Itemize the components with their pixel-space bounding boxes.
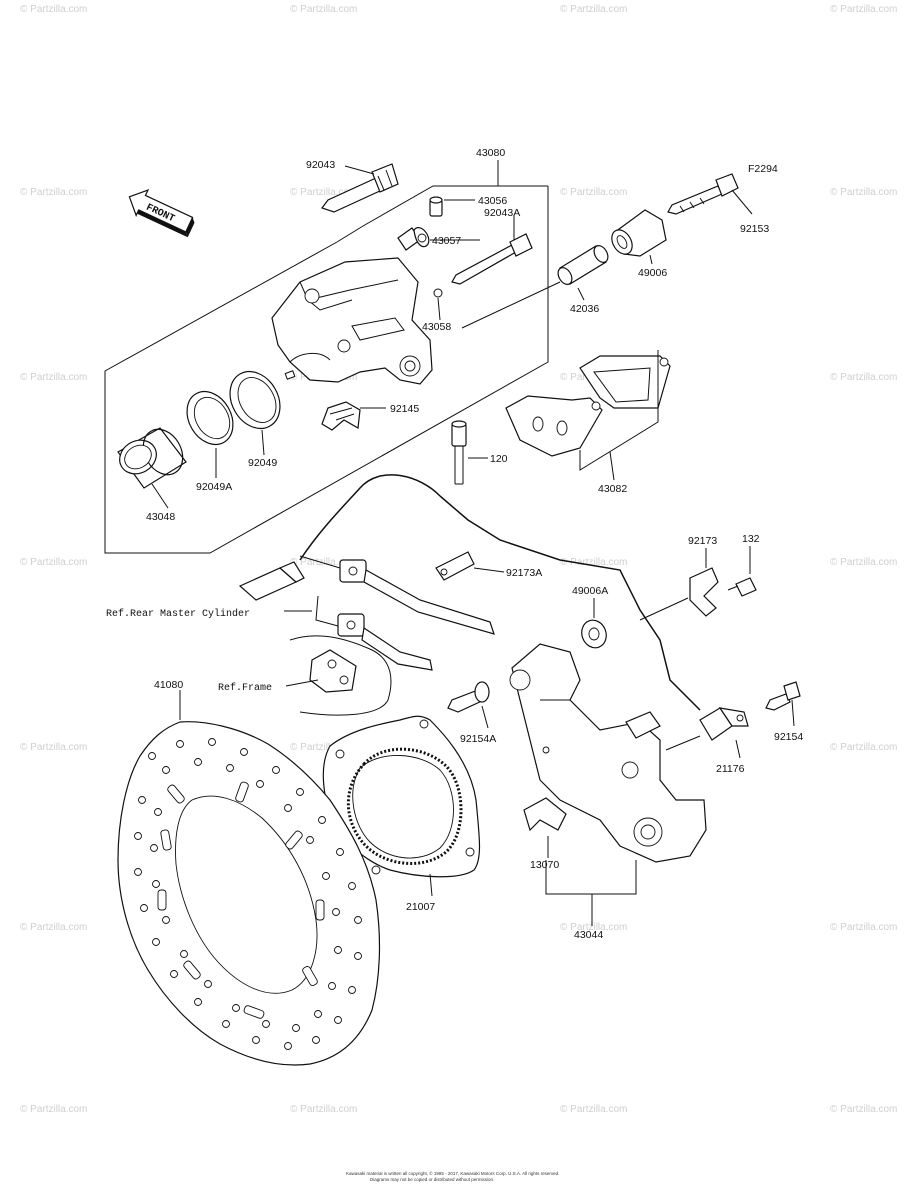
watermark: © Partzilla.com (20, 557, 87, 568)
brake-pads-43082 (505, 355, 671, 457)
watermark: © Partzilla.com (20, 372, 87, 383)
disc-holes (134, 738, 362, 1050)
label-92145: 92145 (390, 403, 419, 415)
watermark: © Partzilla.com (560, 187, 627, 198)
label-92043A: 92043A (484, 207, 520, 219)
watermark: © Partzilla.com (830, 372, 897, 383)
bolt-92154 (765, 681, 801, 711)
bolt-120 (451, 420, 467, 485)
bolt-92153 (667, 173, 739, 215)
frame-bracket (289, 635, 392, 716)
label-132: 132 (742, 533, 760, 545)
watermark: © Partzilla.com (290, 4, 357, 15)
watermark: © Partzilla.com (20, 1104, 87, 1115)
bolt-92043 (321, 163, 399, 213)
label-21007: 21007 (406, 901, 435, 913)
label-43056: 43056 (478, 195, 507, 207)
watermark: © Partzilla.com (560, 4, 627, 15)
sensor-wire (299, 474, 441, 561)
label-49006A: 49006A (572, 585, 608, 597)
label-92043: 92043 (306, 159, 335, 171)
seal-92049A (186, 390, 234, 446)
part-labels: 43080 92043 43056 92043A 43057 43058 420… (106, 147, 803, 941)
abs-sensor-21176 (699, 707, 749, 741)
bolt-132 (727, 577, 757, 597)
label-41080: 41080 (154, 679, 183, 691)
bolt-92154A (447, 681, 490, 713)
caliper-assembly-outline (104, 186, 549, 554)
pin-92043A (451, 233, 533, 285)
copyright-line-1: Kawasaki material is written all copyrig… (346, 1170, 559, 1176)
watermark: © Partzilla.com (830, 742, 897, 753)
label-13070: 13070 (530, 859, 559, 871)
brake-hose (299, 555, 495, 671)
label-49006: 49006 (638, 267, 667, 279)
watermark: © Partzilla.com (290, 557, 357, 568)
watermark: © Partzilla.com (20, 742, 87, 753)
watermark: © Partzilla.com (560, 922, 627, 933)
label-92173: 92173 (688, 535, 717, 547)
label-43057: 43057 (432, 235, 461, 247)
label-42036: 42036 (570, 303, 599, 315)
connector (238, 561, 305, 601)
watermark: © Partzilla.com (20, 4, 87, 15)
label-43048: 43048 (146, 511, 175, 523)
watermark: © Partzilla.com (20, 922, 87, 933)
watermark: © Partzilla.com (560, 1104, 627, 1115)
boot-49006 (611, 209, 667, 257)
label-92173A: 92173A (506, 567, 542, 579)
caliper-body (271, 257, 433, 385)
bleeder-valve-43056 (429, 196, 443, 217)
watermark: © Partzilla.com (290, 187, 357, 198)
label-43058: 43058 (422, 321, 451, 333)
watermark: © Partzilla.com (830, 922, 897, 933)
label-43082: 43082 (598, 483, 627, 495)
cap-43057 (397, 227, 430, 251)
clamp-92173 (689, 567, 719, 617)
ref-rear-master-cylinder: Ref.Rear Master Cylinder (106, 608, 250, 620)
label-43080: 43080 (476, 147, 505, 159)
watermark: © Partzilla.com (830, 4, 897, 15)
watermark: © Partzilla.com (20, 187, 87, 198)
label-21176: 21176 (716, 763, 745, 775)
boot-49006A (581, 619, 607, 649)
watermark: © Partzilla.com (830, 1104, 897, 1115)
label-92049: 92049 (248, 457, 277, 469)
abs-rotor-21007 (322, 715, 481, 878)
label-120: 120 (490, 453, 508, 465)
copyright-line-2: Diagrams may not be copied or distribute… (370, 1177, 494, 1182)
sleeve-42036 (557, 245, 609, 285)
brake-disc-41080 (117, 721, 381, 1066)
label-92049A: 92049A (196, 481, 232, 493)
disc-slots (157, 781, 325, 1019)
watermark: © Partzilla.com (560, 557, 627, 568)
ref-frame: Ref.Frame (218, 682, 272, 694)
label-43044: 43044 (574, 929, 603, 941)
watermark: © Partzilla.com (290, 742, 357, 753)
watermark: © Partzilla.com (290, 1104, 357, 1115)
pad-spring-13070 (523, 797, 567, 832)
caliper-bracket-43044 (509, 643, 707, 863)
label-92154A: 92154A (460, 733, 496, 745)
watermark: © Partzilla.com (830, 187, 897, 198)
watermark: © Partzilla.com (830, 557, 897, 568)
label-92154: 92154 (774, 731, 803, 743)
spring-92145 (321, 401, 361, 431)
front-arrow-icon: FRONT (128, 188, 195, 238)
oring-43058 (433, 288, 443, 298)
wire-clamp-92173A (435, 551, 475, 581)
seal-92049 (229, 370, 281, 430)
figure-code: F2294 (748, 163, 778, 175)
piston-43048 (117, 427, 187, 489)
label-92153: 92153 (740, 223, 769, 235)
